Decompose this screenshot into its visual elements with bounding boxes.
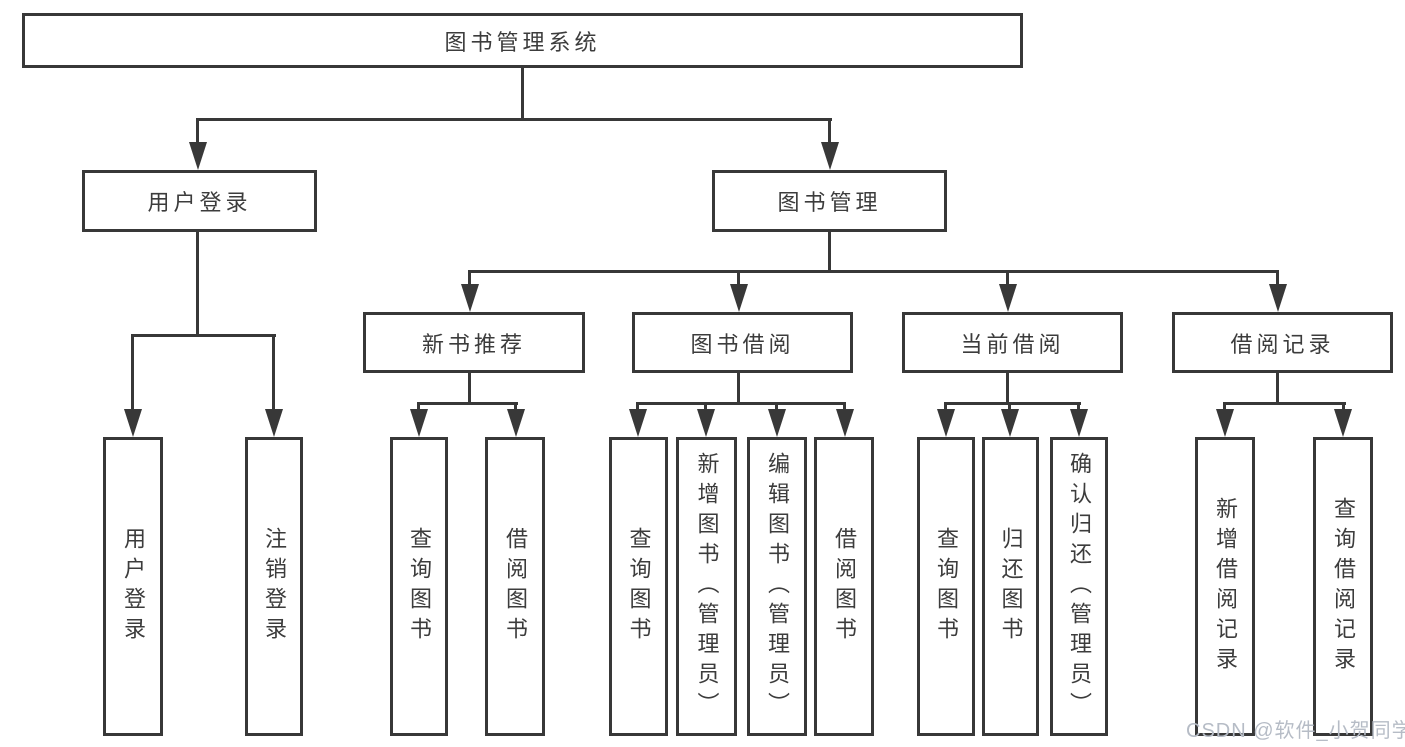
connector-line — [1276, 270, 1279, 286]
connector-line — [514, 402, 517, 412]
node-leaf-user-login: 用户登录 — [103, 437, 163, 736]
arrowhead-down-icon — [999, 284, 1017, 312]
arrowhead-down-icon — [124, 409, 142, 437]
connector-line — [1223, 402, 1226, 412]
node-new-book-recommend: 新书推荐 — [363, 312, 585, 373]
connector-line — [828, 232, 831, 272]
connector-line — [1342, 402, 1345, 412]
connector-line — [1006, 373, 1009, 405]
connector-line — [197, 118, 832, 121]
node-library-management-system: 图书管理系统 — [22, 13, 1023, 68]
connector-line — [704, 402, 707, 412]
arrowhead-down-icon — [189, 142, 207, 170]
connector-line — [196, 232, 199, 336]
node-leaf-query-books-current: 查询图书 — [917, 437, 975, 736]
node-leaf-add-borrow-record: 新增借阅记录 — [1195, 437, 1255, 736]
node-leaf-query-books-recommend: 查询图书 — [390, 437, 448, 736]
arrowhead-down-icon — [821, 142, 839, 170]
arrowhead-down-icon — [836, 409, 854, 437]
node-leaf-confirm-return-admin: 确认归还（管理员） — [1050, 437, 1108, 736]
node-user-login-branch: 用户登录 — [82, 170, 317, 232]
connector-line — [944, 402, 947, 412]
connector-line — [1223, 402, 1346, 405]
arrowhead-down-icon — [1216, 409, 1234, 437]
connector-line — [1006, 270, 1009, 286]
arrowhead-down-icon — [1334, 409, 1352, 437]
arrowhead-down-icon — [697, 409, 715, 437]
connector-line — [1077, 402, 1080, 412]
arrowhead-down-icon — [1001, 409, 1019, 437]
node-leaf-query-books-borrowing: 查询图书 — [609, 437, 668, 736]
arrowhead-down-icon — [461, 284, 479, 312]
connector-line — [468, 270, 471, 286]
watermark: CSDN @软件_小贺同学 — [1186, 720, 1405, 742]
connector-line — [468, 373, 471, 405]
connector-line — [417, 402, 420, 412]
connector-line — [775, 402, 778, 412]
node-book-borrowing: 图书借阅 — [632, 312, 853, 373]
connector-line — [828, 118, 831, 146]
connector-line — [737, 270, 740, 286]
connector-line — [636, 402, 846, 405]
connector-line — [131, 334, 276, 337]
arrowhead-down-icon — [937, 409, 955, 437]
node-leaf-return-books: 归还图书 — [982, 437, 1039, 736]
connector-line — [272, 334, 275, 412]
connector-line — [1276, 373, 1279, 405]
node-borrowing-records: 借阅记录 — [1172, 312, 1393, 373]
connector-line — [636, 402, 639, 412]
connector-line — [944, 402, 1081, 405]
node-leaf-logout: 注销登录 — [245, 437, 303, 736]
node-book-management: 图书管理 — [712, 170, 947, 232]
connector-line — [196, 118, 199, 146]
connector-line — [843, 402, 846, 412]
connector-line — [521, 68, 524, 120]
connector-line — [1008, 402, 1011, 412]
arrowhead-down-icon — [1070, 409, 1088, 437]
arrowhead-down-icon — [507, 409, 525, 437]
connector-line — [468, 270, 1279, 273]
arrowhead-down-icon — [768, 409, 786, 437]
node-leaf-edit-books-admin: 编辑图书（管理员） — [747, 437, 807, 736]
connector-line — [737, 373, 740, 405]
node-leaf-add-books-admin: 新增图书（管理员） — [676, 437, 737, 736]
connector-line — [417, 402, 518, 405]
arrowhead-down-icon — [629, 409, 647, 437]
arrowhead-down-icon — [265, 409, 283, 437]
node-leaf-borrow-books-borrowing: 借阅图书 — [814, 437, 874, 736]
arrowhead-down-icon — [410, 409, 428, 437]
node-leaf-borrow-books-recommend: 借阅图书 — [485, 437, 545, 736]
node-leaf-query-borrow-record: 查询借阅记录 — [1313, 437, 1373, 736]
arrowhead-down-icon — [1269, 284, 1287, 312]
arrowhead-down-icon — [730, 284, 748, 312]
connector-line — [131, 334, 134, 412]
node-current-borrowing: 当前借阅 — [902, 312, 1123, 373]
